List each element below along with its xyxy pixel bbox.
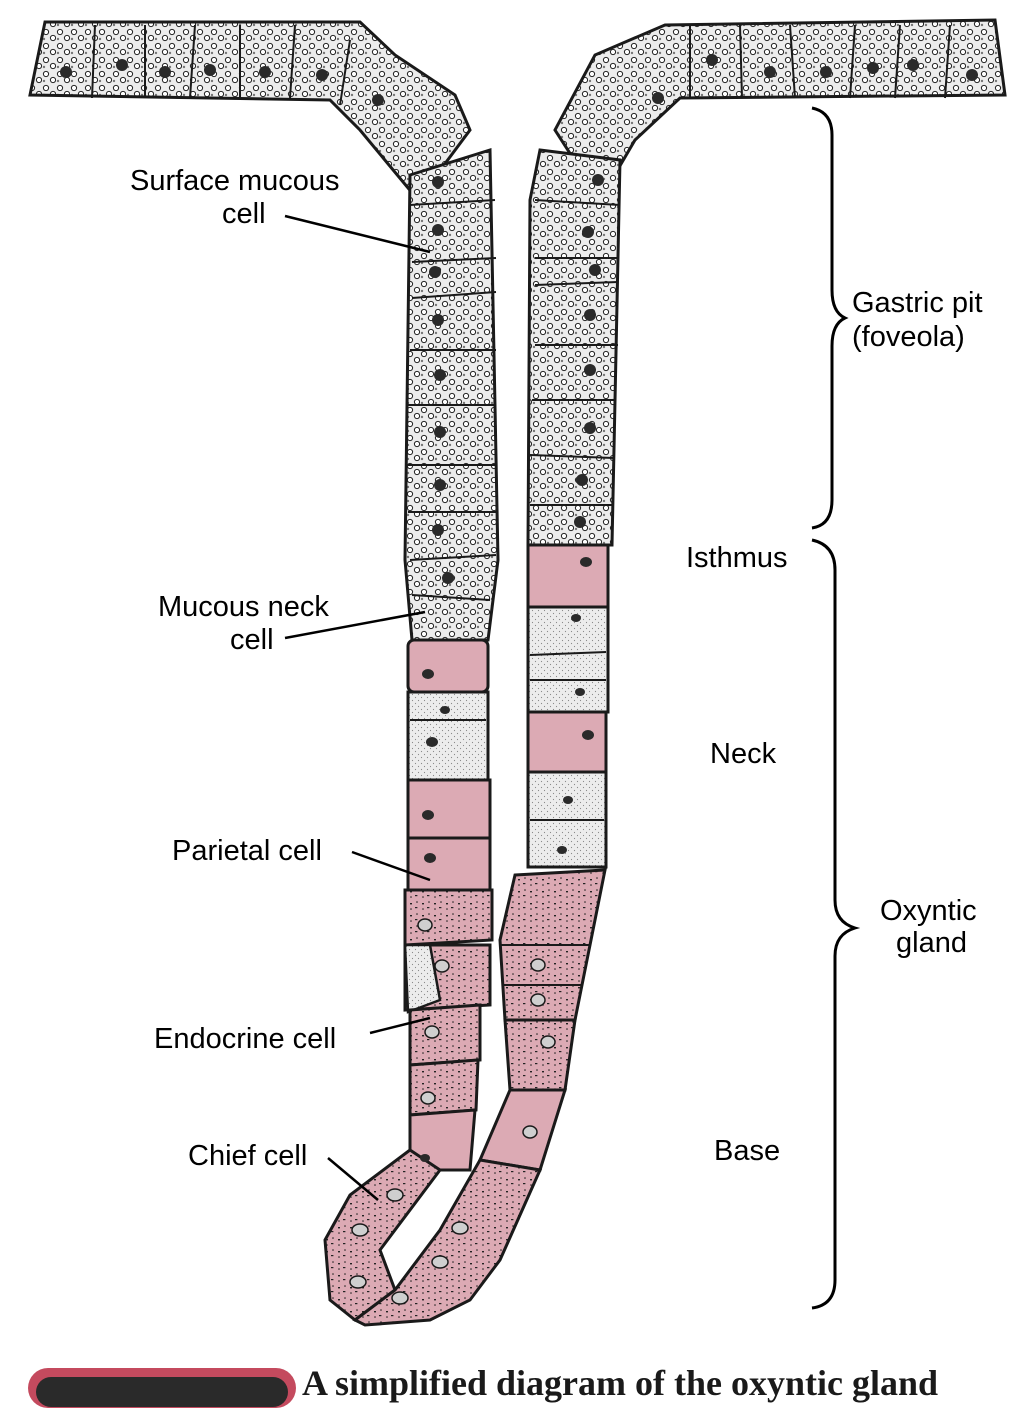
label-gastric-pit-1: Gastric pit (852, 287, 983, 319)
label-mucous-neck-cell-1: Mucous neck (158, 591, 329, 623)
label-surface-mucous-cell-2: cell (222, 198, 266, 230)
gland-wall-right (352, 543, 610, 1327)
label-mucous-neck-cell-2: cell (230, 624, 274, 656)
gland-wall-left (323, 638, 494, 1322)
surface-epithelium-left (28, 20, 472, 203)
brace-gastric-pit (811, 106, 849, 530)
label-chief-cell: Chief cell (188, 1140, 307, 1172)
label-parietal-cell: Parietal cell (172, 835, 322, 867)
surface-epithelium-right (553, 18, 1007, 203)
label-neck: Neck (710, 738, 777, 770)
caption-badge-inner (36, 1377, 288, 1407)
figure-caption: A simplified diagram of the oxyntic glan… (302, 1363, 939, 1403)
pit-wall-left (403, 147, 500, 642)
label-oxyntic-gland-1: Oxyntic (880, 895, 977, 927)
label-oxyntic-gland-2: gland (896, 927, 967, 959)
label-isthmus: Isthmus (686, 542, 788, 574)
pointer-lines (284, 214, 431, 1201)
label-gastric-pit-2: (foveola) (852, 321, 965, 353)
caption-badge (28, 1368, 296, 1408)
label-endocrine-cell: Endocrine cell (154, 1023, 336, 1055)
label-surface-mucous-cell-1: Surface mucous (130, 165, 340, 197)
label-base: Base (714, 1135, 780, 1167)
pit-wall-right (526, 148, 622, 547)
brace-oxyntic-gland (811, 538, 861, 1310)
